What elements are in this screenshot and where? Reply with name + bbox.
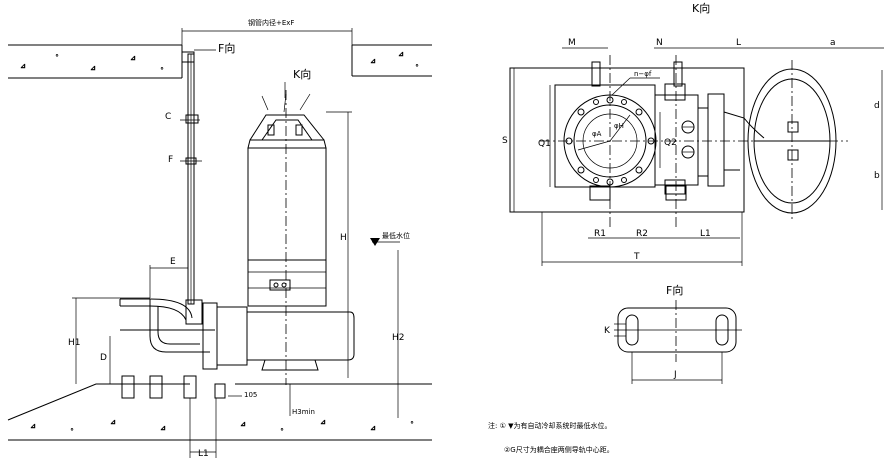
dim-q2-label: Q2 [664,138,677,148]
svg-text:⊿: ⊿ [320,418,326,426]
note-2: ②G尺寸为耦合座两侧导轨中心距。 [504,445,614,454]
svg-text:⊿: ⊿ [130,54,136,62]
dim-n-phi-f-label: n−φf [634,70,652,78]
svg-text:◦: ◦ [410,419,414,427]
dim-e-label: E [170,257,176,267]
side-elevation-view: ⊿ ◦ ⊿ ⊿ ◦ ⊿ ⊿ ◦ [7,18,432,459]
dim-d-label: D [100,353,107,363]
dim-l1-left-label: L1 [198,449,209,459]
svg-text:⊿: ⊿ [370,424,376,432]
svg-text:⊿: ⊿ [90,64,96,72]
f-view-detail: F向 K J [604,283,742,384]
f-view-detail-title: F向 [666,283,683,297]
svg-text:⊿: ⊿ [240,420,246,428]
dim-r1-label: R1 [594,229,606,239]
dim-j-label: J [673,370,677,380]
svg-text:◦: ◦ [160,65,164,73]
notes: 注: ① ▼为有自动冷却系统时最低水位。 ②G尺寸为耦合座两侧导轨中心距。 [488,421,614,454]
dim-r2-label: R2 [636,229,648,239]
dim-a-label: a [830,38,836,48]
dim-h2-label: H2 [392,333,405,343]
top-width-label: 钢管内径+ExF [248,18,294,27]
dim-b-label: b [874,171,880,181]
dim-f-label: F [168,155,173,165]
dim-l1-right-label: L1 [700,229,711,239]
svg-text:◦: ◦ [280,426,284,434]
note-1: 注: ① ▼为有自动冷却系统时最低水位。 [488,421,611,430]
dim-l-label: L [736,38,741,48]
dim-phi-a-label: φA [592,130,602,138]
dim-h3min-label: H3min [292,408,315,416]
dim-m-label: M [568,38,576,48]
f-view-side-label: F向 [218,41,235,55]
svg-text:⊿: ⊿ [110,418,116,426]
k-view-top-title: K向 [692,1,710,15]
svg-text:◦: ◦ [55,52,59,60]
water-level-label: 最低水位 [382,231,410,240]
k-view-side-label: K向 [293,67,311,81]
dim-phi-h-label: φH [614,122,624,130]
svg-text:⊿: ⊿ [398,50,404,58]
svg-text:⊿: ⊿ [160,424,166,432]
dim-q1-label: Q1 [538,139,551,149]
svg-text:⊿: ⊿ [370,57,376,65]
bolt-holes [565,96,655,186]
dim-t-label: T [633,252,640,262]
svg-text:⊿: ⊿ [20,62,26,70]
dim-s-label: S [502,136,508,146]
dim-105-label: 105 [244,391,257,399]
plan-view-k: K向 φA φH [502,1,884,266]
dim-k-label: K [604,326,611,336]
dim-h1-label: H1 [68,338,81,348]
dim-n-label: N [656,38,663,48]
dim-h-label: H [340,233,347,243]
dim-c-label: C [165,112,171,122]
svg-text:⊿: ⊿ [30,422,36,430]
dim-d-small-label: d [874,101,880,111]
svg-text:◦: ◦ [415,62,419,70]
svg-text:◦: ◦ [70,426,74,434]
